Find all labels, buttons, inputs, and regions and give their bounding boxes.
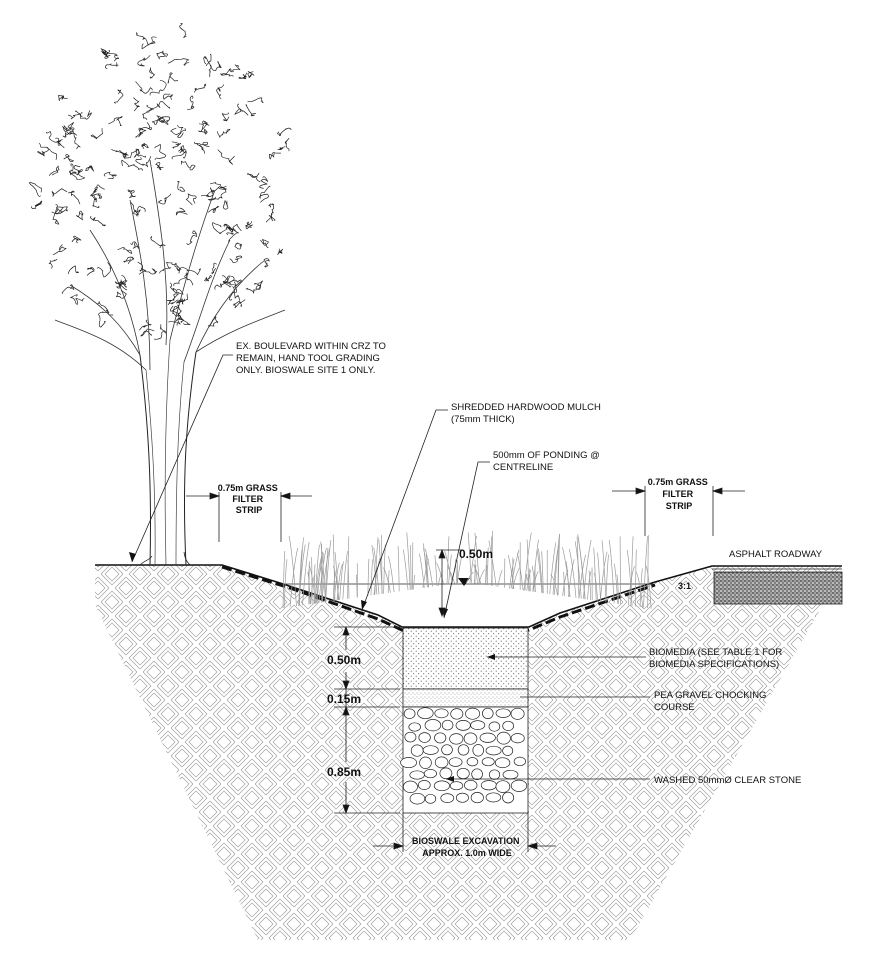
mulch-note-line-2: (75mm THICK) [451,414,515,425]
ponding-leader [443,461,490,619]
mulch-note-line-1: SHREDDED HARDWOOD MULCH [451,402,601,413]
grass-left-line-3: STRIP [236,505,263,515]
boulevard-note-line-2: REMAIN, HAND TOOL GRADING [236,353,380,364]
boulevard-note-line-1: EX. BOULEVARD WITHIN CRZ TO [236,341,386,352]
ponding-note-line-2: CENTRELINE [493,462,553,473]
stone-note: WASHED 50mmØ CLEAR STONE [654,775,801,786]
tree-icon [29,23,292,566]
gravel-depth-label: 0.15m [327,692,361,706]
mulch-leader [361,409,448,611]
ponding-depth-label: 0.50m [459,547,493,561]
grass-strip-right-label: 0.75m GRASS FILTER STRIP [648,477,711,511]
bioswale-vegetation [282,530,652,609]
excavation-note: BIOSWALE EXCAVATION APPROX. 1.0m WIDE [412,836,522,858]
grass-right-line-3: STRIP [666,501,693,511]
mulch-note: SHREDDED HARDWOOD MULCH (75mm THICK) [451,402,604,425]
water-level-marker [458,578,470,586]
slope-label: 3:1 [678,581,691,591]
ground-surface-line [95,564,842,628]
asphalt-label: ASPHALT ROADWAY [729,549,823,560]
grass-strip-left-label: 0.75m GRASS FILTER STRIP [218,483,281,515]
biomedia-layer [402,627,529,690]
pea-gravel-note-line-2: COURSE [654,702,695,713]
excavation-note-line-2: APPROX. 1.0m WIDE [422,848,512,858]
pea-gravel-layer [402,688,529,708]
boulevard-leader [131,354,233,563]
clear-stone-pieces [400,707,528,805]
biomedia-note: BIOMEDIA (SEE TABLE 1 FOR BIOMEDIA SPECI… [649,647,785,670]
stone-depth-label: 0.85m [327,765,361,779]
boulevard-note-line-3: ONLY. BIOSWALE SITE 1 ONLY. [236,365,375,376]
pea-gravel-note-line-1: PEA GRAVEL CHOCKING [654,690,766,701]
asphalt-roadway-block [713,571,843,605]
ponding-note-line-1: 500mm OF PONDING @ [493,450,600,461]
grass-left-line-2: FILTER [232,494,263,504]
biomedia-note-line-1: BIOMEDIA (SEE TABLE 1 FOR [649,647,782,658]
excavation-note-line-1: BIOSWALE EXCAVATION [412,836,520,846]
mulch-layer-line [221,565,656,632]
biomedia-depth-label: 0.50m [327,653,361,667]
biomedia-note-line-2: BIOMEDIA SPECIFICATIONS) [649,659,779,670]
boulevard-note: EX. BOULEVARD WITHIN CRZ TO REMAIN, HAND… [236,341,389,376]
grass-right-line-2: FILTER [662,489,693,499]
grass-right-line-1: 0.75m GRASS [648,477,708,487]
pea-gravel-note: PEA GRAVEL CHOCKING COURSE [654,690,769,713]
ponding-note: 500mm OF PONDING @ CENTRELINE [493,450,602,473]
grass-left-line-1: 0.75m GRASS [218,483,278,493]
